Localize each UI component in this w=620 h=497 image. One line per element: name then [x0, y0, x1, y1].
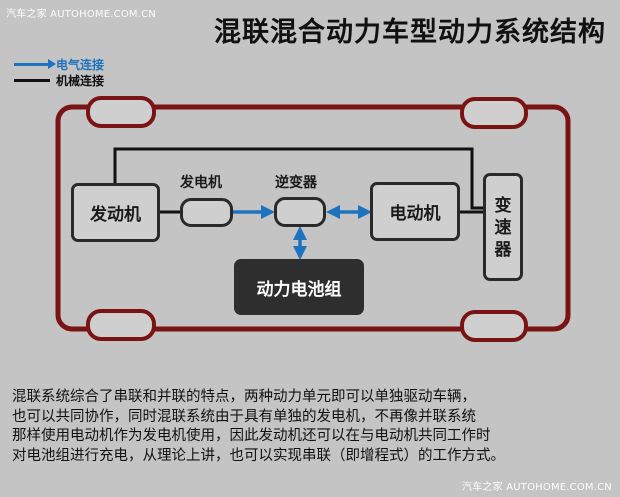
gearbox-char-2: 速 [494, 218, 512, 238]
caption-line-4: 对电池组进行充电，从理论上讲，也可以实现串联（即增程式）的工作方式。 [12, 447, 505, 464]
wheel-front-left [86, 96, 156, 128]
watermark-top: 汽车之家 AUTOHOME.COM.CN [6, 9, 156, 20]
diagram-title: 混联混合动力车型动力系统结构 [214, 17, 606, 48]
gearbox-box: 变 速 器 [483, 173, 523, 281]
chassis-frame [55, 104, 571, 332]
caption-line-3: 那样使用电动机作为发电机使用，因此发动机还可以在与电动机共同工作时 [12, 428, 491, 444]
legend-electrical-label: 电气连接 [56, 58, 105, 72]
generator-label: 发电机 [180, 175, 222, 191]
legend-electrical: 电气连接 [14, 56, 104, 73]
wheel-front-right [460, 97, 528, 129]
wheel-rear-right [460, 310, 528, 342]
gearbox-char-1: 变 [494, 196, 512, 216]
legend-mechanical-label: 机械连接 [56, 74, 105, 88]
gearbox-char-3: 器 [494, 240, 512, 260]
watermark-bottom: 汽车之家 AUTOHOME.COM.CN [462, 482, 612, 493]
inverter-label: 逆变器 [275, 175, 317, 191]
wheel-rear-left [86, 309, 156, 341]
battery-pack-box: 动力电池组 [234, 259, 364, 315]
engine-box: 发动机 [71, 183, 160, 242]
caption-line-2: 也可以共同协作，同时混联系统由于具有单独的发电机，不再像并联系统 [12, 408, 476, 425]
mechanical-line-icon [14, 79, 50, 82]
motor-box: 电动机 [370, 182, 460, 241]
inverter-block [274, 197, 326, 227]
mechanical-link-engine-gearbox [113, 147, 486, 210]
caption-line-1: 混联系统综合了串联和并联的特点，两种动力单元即可以单独驱动车辆， [12, 389, 476, 405]
electrical-arrow-icon [14, 59, 56, 69]
legend-mechanical: 机械连接 [14, 72, 104, 89]
generator-block [180, 198, 233, 227]
explanation-text: 混联系统综合了串联和并联的特点，两种动力单元即可以单独驱动车辆， 也可以共同协作… [12, 388, 612, 466]
